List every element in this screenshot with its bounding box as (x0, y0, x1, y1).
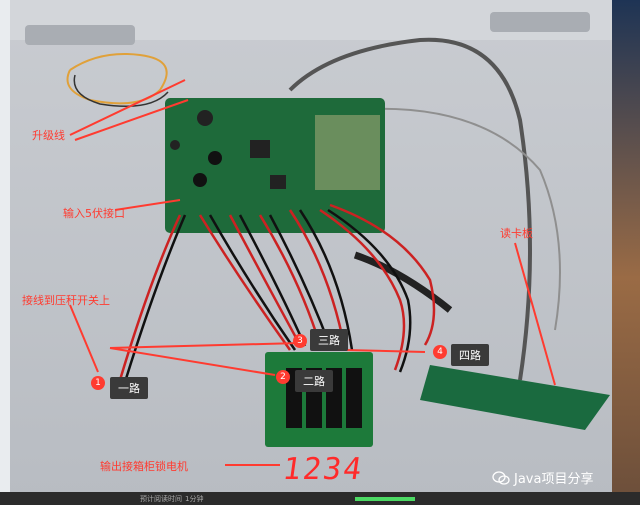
reading-time-value: 1分钟 (185, 495, 204, 503)
reading-time-label: 预计阅读时间 (140, 495, 182, 503)
channel-2-label: 二路 (295, 370, 333, 392)
watermark-text: Java项目分享 (514, 472, 594, 487)
annotation-output-to-lock: 输出接箱柜锁电机 (100, 460, 188, 473)
channel-4-label: 四路 (451, 344, 489, 366)
right-window-edge (612, 0, 640, 505)
channel-2-badge: 2 (276, 370, 290, 384)
annotation-input-5v: 输入5伏接口 (63, 207, 125, 220)
channel-1-badge: 1 (91, 376, 105, 390)
annotation-connect-to-switch: 接线到压秆开关上 (22, 294, 110, 307)
chat-bubble-icon (492, 470, 510, 485)
bottom-bar (0, 492, 640, 505)
channel-1-label: 一路 (110, 377, 148, 399)
annotation-card-reader: 读卡板 (500, 227, 533, 240)
handwritten-channel-numbers: 1234 (280, 452, 366, 487)
left-window-edge (0, 0, 10, 505)
annotation-upgrade-wire: 升级线 (32, 129, 65, 142)
channel-3-badge: 3 (293, 334, 307, 348)
channel-4-badge: 4 (433, 345, 447, 359)
progress-indicator (355, 497, 415, 501)
watermark: Java项目分享 (492, 468, 593, 487)
channel-3-label: 三路 (310, 329, 348, 351)
